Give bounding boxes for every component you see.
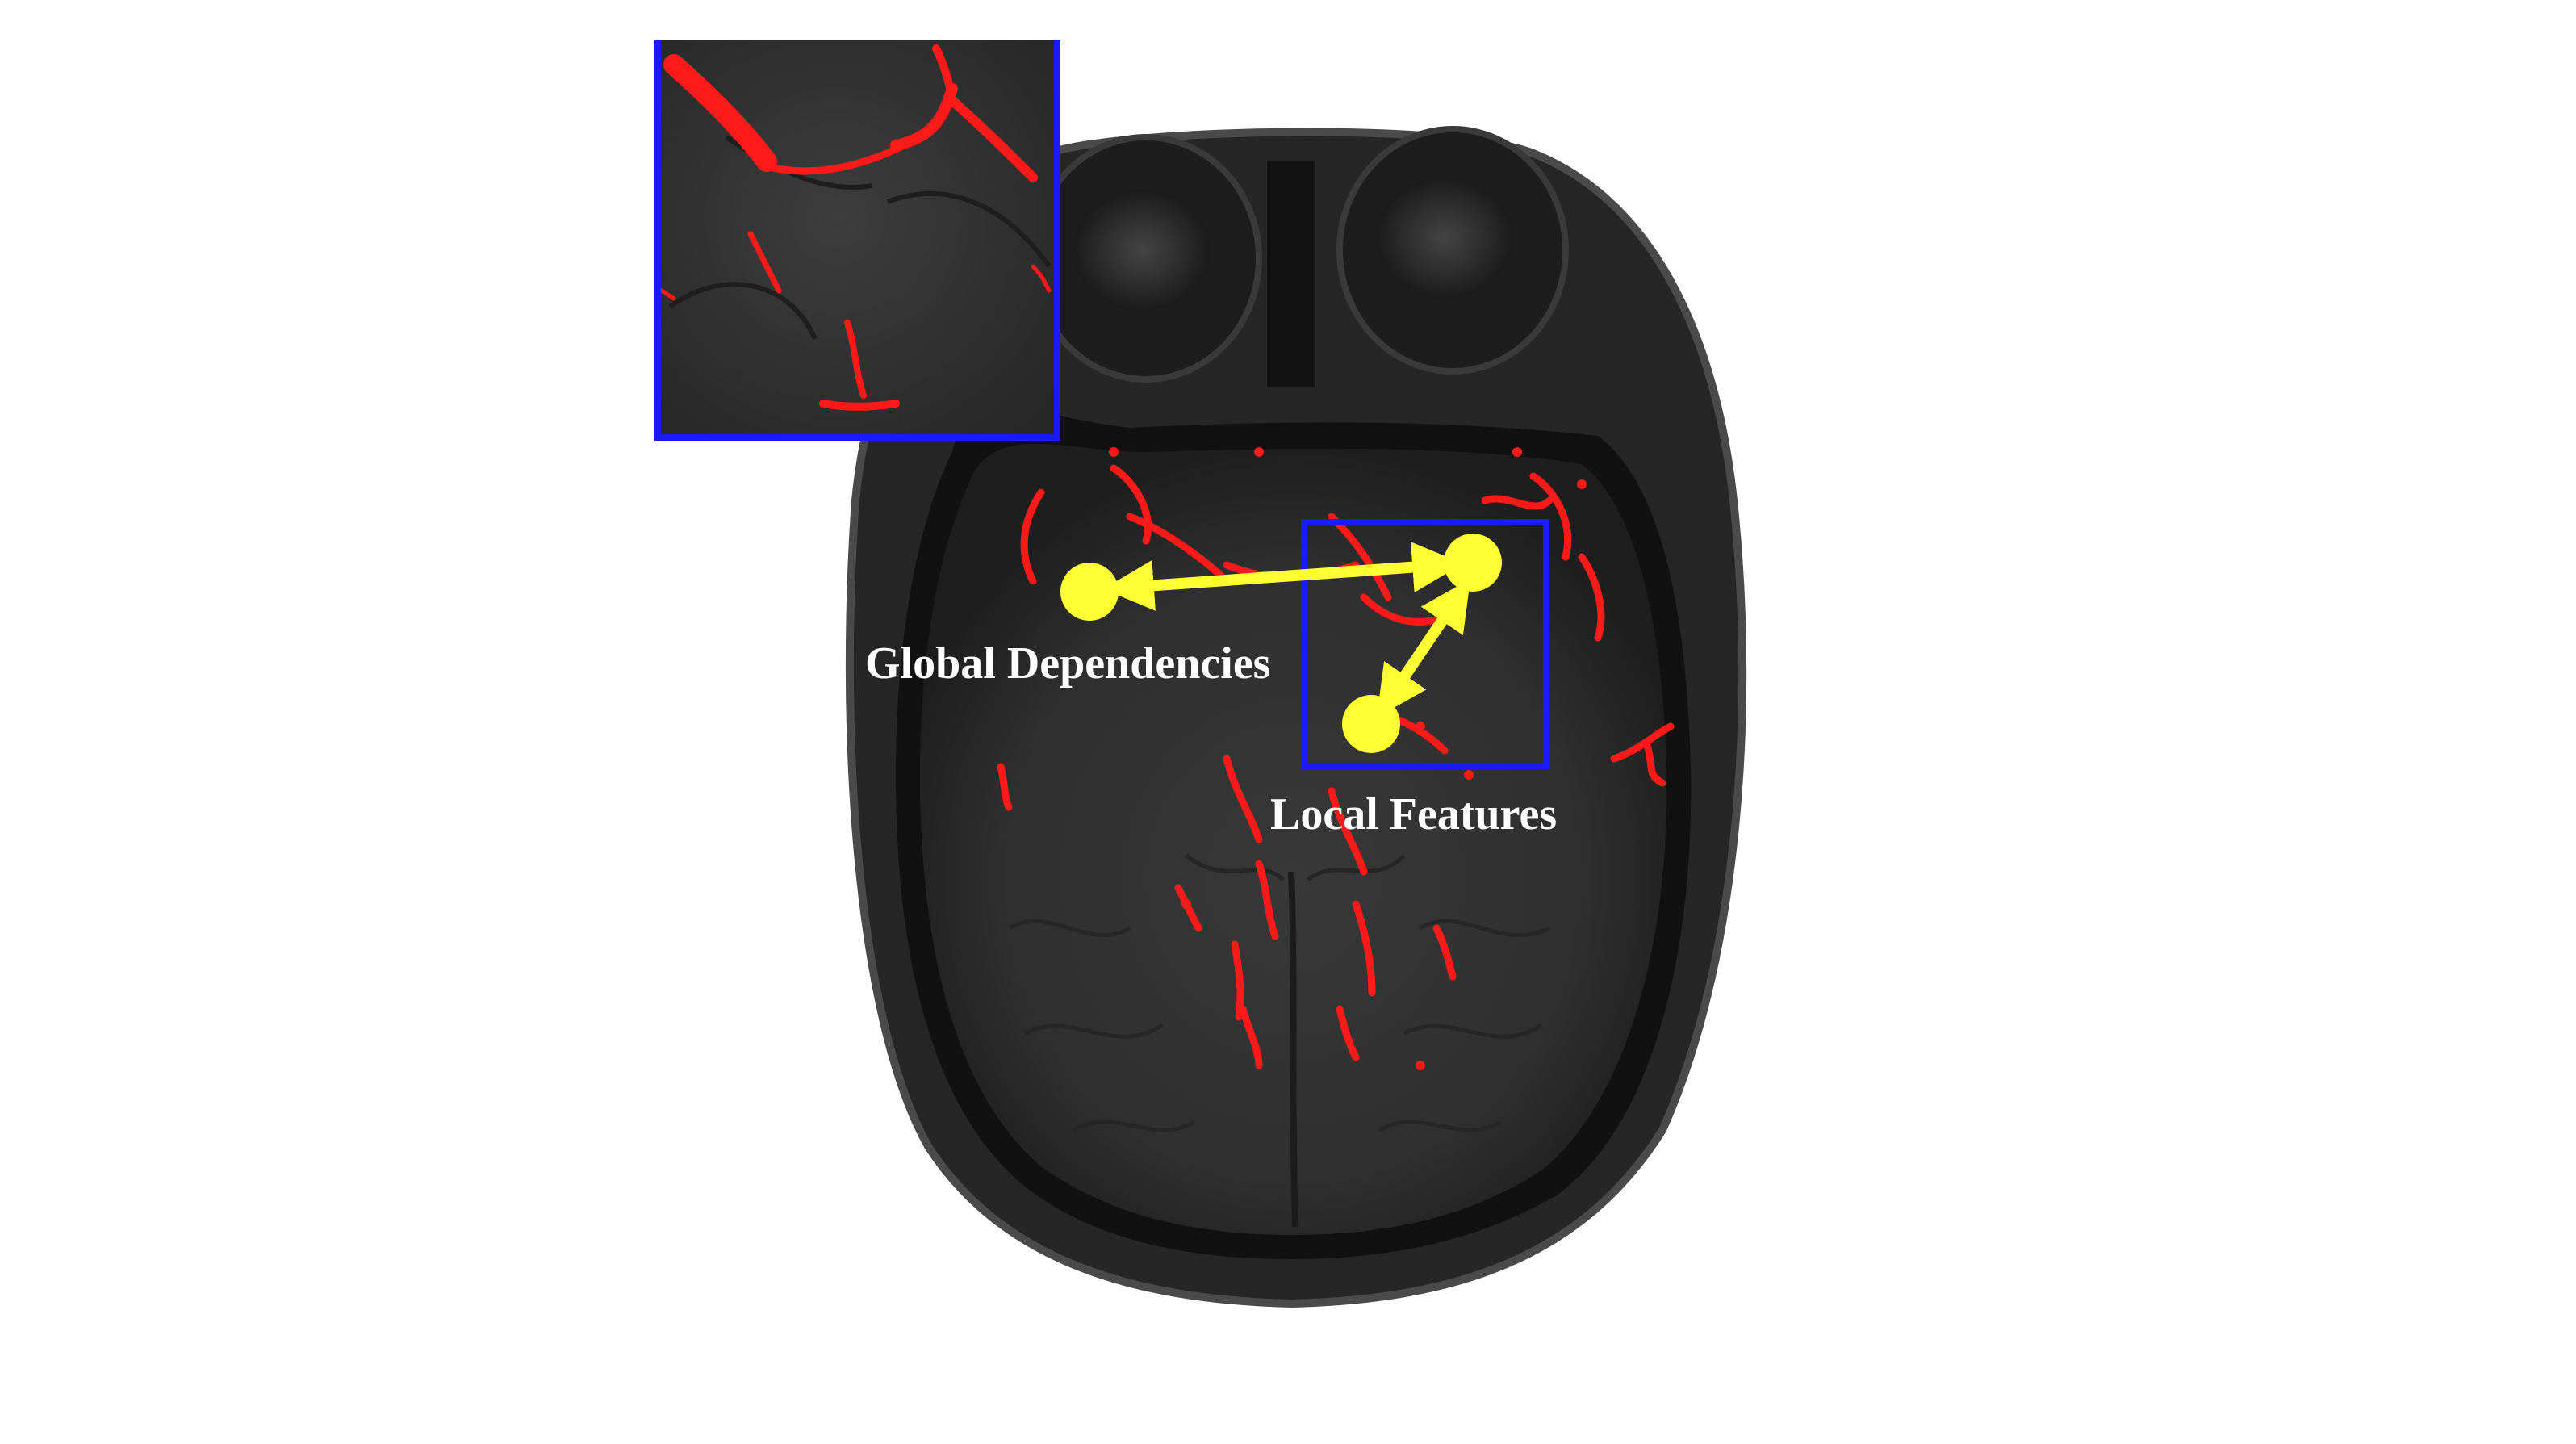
midline: [1288, 871, 1298, 1228]
mri-scan: [845, 126, 1747, 1308]
brain-tissue: [920, 444, 1667, 1235]
nodes: [1060, 534, 1502, 753]
zoom-inset: [654, 40, 1060, 441]
label-global-dependencies: Global Dependencies: [865, 638, 1270, 689]
global-arrow: [1102, 542, 1464, 611]
inset-border: [654, 40, 1060, 441]
gyri: [1007, 854, 1551, 1132]
node-upper-right: [1444, 534, 1502, 592]
arrows: [1102, 542, 1471, 718]
inset-vessels: [659, 44, 1052, 411]
highlight-box: [1301, 519, 1549, 769]
node-lower: [1342, 695, 1400, 753]
label-local-features: Local Features: [1270, 789, 1557, 839]
node-left: [1060, 563, 1119, 621]
vessel-dots: [1109, 447, 1587, 1070]
local-arrow: [1376, 579, 1471, 718]
orbits: [1030, 126, 1569, 387]
